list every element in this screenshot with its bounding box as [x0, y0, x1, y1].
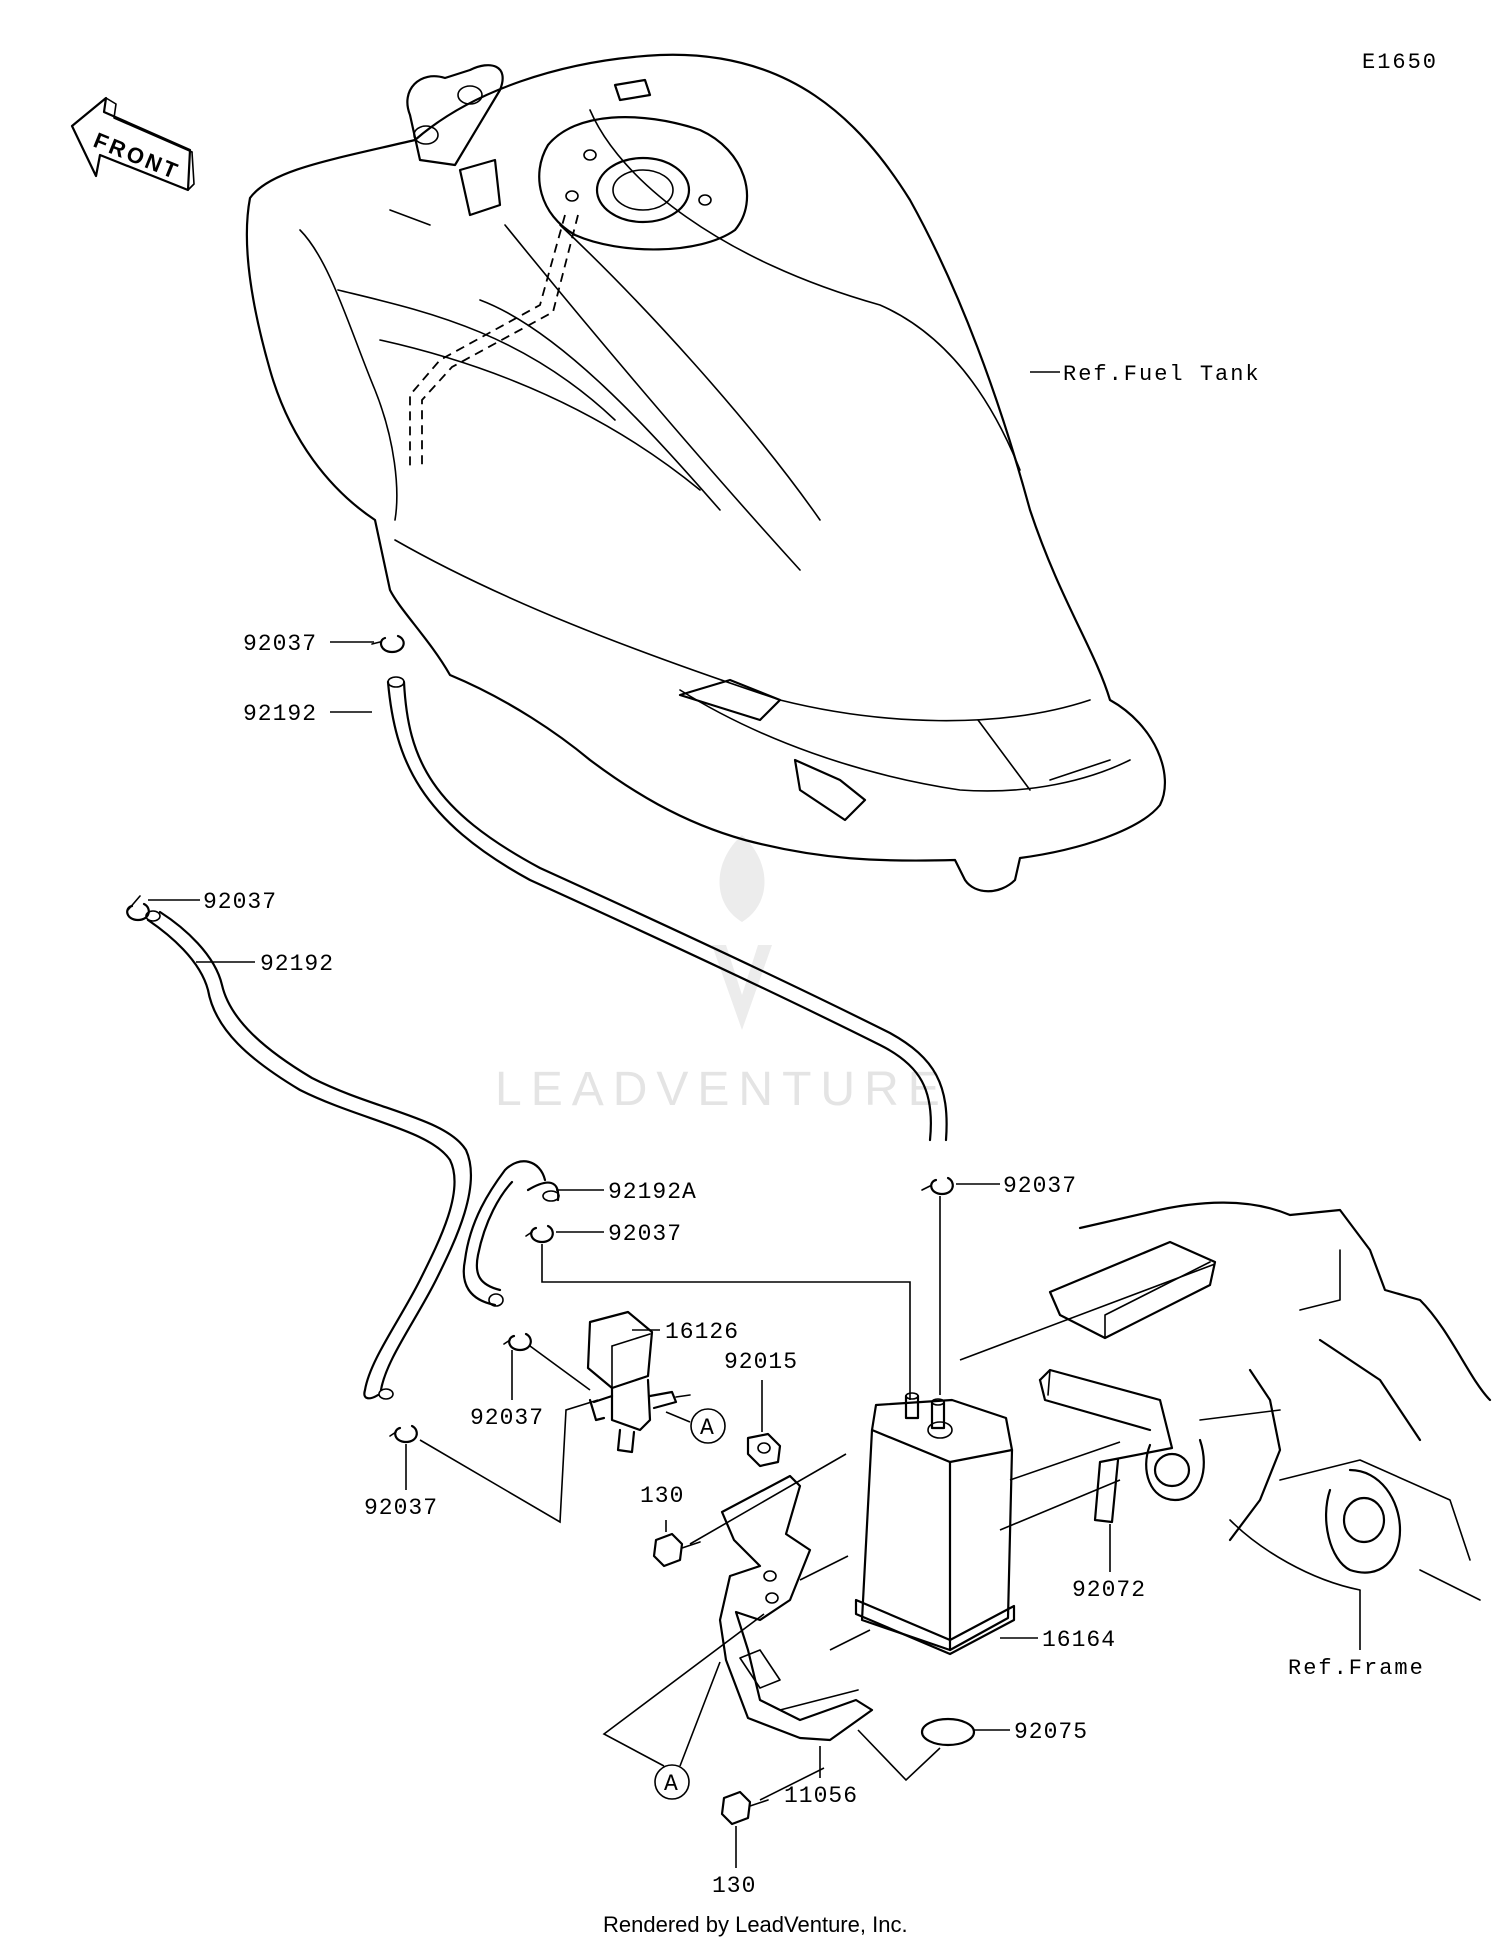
damper-pad-icon: [920, 1717, 976, 1747]
hose-short: [462, 1160, 560, 1307]
fuel-tank: [245, 53, 1166, 893]
part-label-92075: 92075: [1014, 1719, 1088, 1745]
callout-a-upper-label: A: [700, 1415, 715, 1441]
callout-a-lower: [654, 1764, 690, 1800]
strap-band: [1038, 1368, 1174, 1524]
clamp-valve-left-icon: [503, 1332, 532, 1352]
clamp-canister-top-icon: [921, 1176, 954, 1196]
clamp-upper-left-icon: [126, 895, 150, 922]
part-label-92037-valve: 92037: [470, 1405, 544, 1431]
part-label-16126: 16126: [665, 1319, 739, 1345]
leadventure-watermark: LEADVENTURE: [495, 835, 949, 1116]
bracket: [718, 1474, 874, 1742]
callout-a-lower-label: A: [664, 1771, 679, 1797]
part-label-92037-short: 92037: [608, 1221, 682, 1247]
hose-tank-to-canister: [386, 676, 948, 1142]
part-label-92072: 92072: [1072, 1577, 1146, 1603]
solenoid-valve: [586, 1310, 691, 1454]
part-label-92037-canister: 92037: [1003, 1173, 1077, 1199]
clamp-short-hose-icon: [525, 1224, 554, 1244]
nut-icon: [746, 1432, 782, 1468]
watermark-text: LEADVENTURE: [495, 1063, 949, 1116]
part-label-92037-lower: 92037: [364, 1495, 438, 1521]
canister: [854, 1392, 1016, 1656]
hose-long-left: [145, 910, 473, 1400]
ref-frame-label: Ref.Frame: [1288, 1656, 1425, 1681]
front-arrow-icon: FRONT: [70, 96, 195, 192]
diagram-code: E1650: [1362, 50, 1438, 75]
part-label-92192-tank: 92192: [243, 701, 317, 727]
part-label-92192-long: 92192: [260, 951, 334, 977]
part-label-92037-tank: 92037: [243, 631, 317, 657]
part-label-130-upper: 130: [640, 1483, 684, 1509]
part-label-92192a: 92192A: [608, 1179, 697, 1205]
clamp-lower-left-icon: [389, 1424, 418, 1444]
part-label-16164: 16164: [1042, 1627, 1116, 1653]
ref-fuel-tank-label: Ref.Fuel Tank: [1063, 362, 1261, 387]
front-label: FRONT: [90, 127, 184, 184]
clamp-tank-outlet-icon: [371, 634, 405, 654]
callout-a-upper: [690, 1408, 726, 1444]
bolt-lower-icon: [720, 1790, 769, 1826]
part-label-92037-upper-left: 92037: [203, 889, 277, 915]
part-label-92015: 92015: [724, 1349, 798, 1375]
part-label-130-lower: 130: [712, 1873, 756, 1899]
bolt-upper-icon: [652, 1532, 701, 1568]
frame: [1048, 1201, 1492, 1601]
part-label-11056: 11056: [784, 1783, 858, 1809]
footer-credit: Rendered by LeadVenture, Inc.: [603, 1912, 908, 1937]
